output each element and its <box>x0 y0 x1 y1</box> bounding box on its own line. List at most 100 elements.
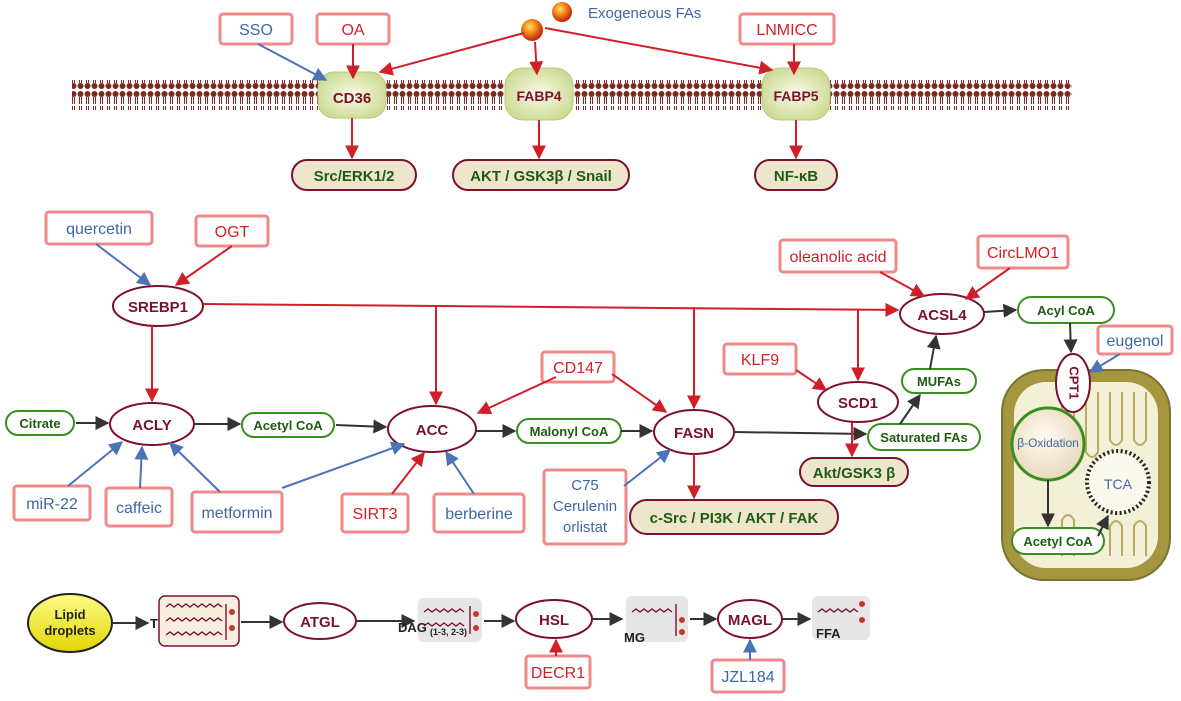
akt-gsk3-pill: Akt/GSK3 β <box>799 457 909 487</box>
magl-label: MAGL <box>728 612 772 629</box>
tca-cycle <box>1085 449 1151 515</box>
oleanolic-acid-label: oleanolic acid <box>790 249 887 266</box>
dag-molecule-card <box>418 598 482 642</box>
nfkb-label: NF-κB <box>774 168 818 185</box>
acsl4-node: ACSL4 <box>899 293 985 335</box>
fasn-to-saturated-arrow <box>733 426 868 441</box>
acly-label: ACLY <box>132 417 171 434</box>
droplets-label: droplets <box>44 623 95 638</box>
klf9-box: KLF9 <box>722 342 798 376</box>
beta-oxidation-label: β-Oxidation <box>1017 436 1079 450</box>
acetyl-coa-label: Acetyl CoA <box>253 418 323 433</box>
c75-label: C75 <box>571 477 599 494</box>
srebp1-to-acsl4-arrow <box>202 302 900 317</box>
srebp1-node: SREBP1 <box>112 285 204 327</box>
mg-label: MG <box>624 630 645 645</box>
fa-to-fabp5-arrow <box>544 27 774 75</box>
metformin-box: metformin <box>190 490 284 534</box>
acsl4-to-acylcoa-arrow <box>983 303 1018 318</box>
saturated-fas-label: Saturated FAs <box>880 430 967 445</box>
akt-gsk-snail-pill: AKT / GSK3β / Snail <box>452 159 630 191</box>
eugenol-to-cpt1-arrow <box>1088 353 1121 373</box>
ffa-label: FFA <box>816 626 841 641</box>
acsl4-label: ACSL4 <box>917 307 967 324</box>
berberine-label: berberine <box>445 506 513 523</box>
fasn-node: FASN <box>653 409 735 455</box>
dag-positions-label: (1-3, 2-3) <box>430 627 467 637</box>
fabp4-channel: FABP4 <box>504 67 574 121</box>
circlmo1-label: CircLMO1 <box>987 245 1059 262</box>
csrc-pi3k-label: c-Src / PI3K / AKT / FAK <box>650 510 819 527</box>
orlistat-label: orlistat <box>563 519 608 536</box>
ogt-to-srebp1-arrow <box>174 245 233 286</box>
circlmo1-to-acsl4-arrow <box>964 267 1011 300</box>
klf9-label: KLF9 <box>741 352 779 369</box>
cd36-label: CD36 <box>333 90 371 107</box>
metformin-to-acly-arrow <box>169 442 221 493</box>
scd1-node: SCD1 <box>817 381 899 423</box>
hsl-label: HSL <box>539 612 569 629</box>
oa-box: OA <box>315 12 391 46</box>
tg-molecule-card <box>158 595 240 647</box>
caffeic-box: caffeic <box>104 486 174 528</box>
eugenol-box: eugenol <box>1096 324 1174 356</box>
fabp5-channel: FABP5 <box>761 67 831 121</box>
metformin-to-acc-arrow <box>281 441 406 489</box>
mir22-to-acly-arrow <box>67 441 124 487</box>
exogenous-fa-sphere <box>552 2 572 22</box>
eugenol-label: eugenol <box>1107 333 1164 350</box>
akt-gsk-snail-label: AKT / GSK3β / Snail <box>470 168 612 185</box>
acly-node: ACLY <box>109 402 195 446</box>
caffeic-label: caffeic <box>116 500 162 517</box>
cd147-to-fasn-arrow <box>611 373 668 413</box>
acyl-coa-pill: Acyl CoA <box>1017 296 1115 324</box>
fa-to-fabp4-arrow <box>529 41 544 76</box>
quercetin-label: quercetin <box>66 221 132 238</box>
acyl-coa-label: Acyl CoA <box>1037 303 1095 318</box>
malonyl-coa-pill: Malonyl CoA <box>516 418 622 444</box>
scd1-label: SCD1 <box>838 395 878 412</box>
mito-acetyl-coa-label: Acetyl CoA <box>1023 534 1093 549</box>
lipid-label: Lipid <box>54 607 85 622</box>
hsl-node: HSL <box>515 599 593 639</box>
sso-box: SSO <box>218 12 294 46</box>
srebp1-label: SREBP1 <box>128 299 188 316</box>
ffa-molecule-card <box>812 596 870 640</box>
cpt1-label: CPT1 <box>1067 366 1082 399</box>
oleanolic-acid-box: oleanolic acid <box>778 238 898 274</box>
acc-label: ACC <box>416 422 449 439</box>
fasn-label: FASN <box>674 425 714 442</box>
exogenous-fa-sphere-2 <box>521 19 543 41</box>
nfkb-pill: NF-κB <box>754 159 838 191</box>
c75-to-fasn-arrow <box>623 449 672 487</box>
saturated-fas-pill: Saturated FAs <box>867 423 981 451</box>
ogt-box: OGT <box>194 214 270 248</box>
mufas-label: MUFAs <box>917 374 961 389</box>
c75-cerulenin-orlistat-box: C75 Cerulenin orlistat <box>542 468 628 546</box>
mufas-pill: MUFAs <box>901 368 977 394</box>
mitochondrion: β-Oxidation TCA Acetyl CoA <box>1001 369 1171 581</box>
berberine-to-acc-arrow <box>445 450 475 495</box>
tca-label: TCA <box>1104 476 1133 492</box>
quercetin-box: quercetin <box>44 210 154 246</box>
sirt3-box: SIRT3 <box>340 492 410 534</box>
jzl184-box: JZL184 <box>710 658 786 694</box>
fabp5-label: FABP5 <box>773 88 818 104</box>
citrate-label: Citrate <box>19 416 60 431</box>
metformin-label: metformin <box>201 505 272 522</box>
mufas-to-acsl4-arrow <box>926 334 941 370</box>
decr1-box: DECR1 <box>524 654 592 690</box>
lnmicc-box: LNMICC <box>738 12 836 46</box>
cd147-box: CD147 <box>540 350 616 384</box>
acetyl-coa-pill: Acetyl CoA <box>241 412 335 438</box>
klf9-to-scd1-arrow <box>795 369 828 391</box>
cd147-label: CD147 <box>553 360 603 377</box>
lipid-droplets-node: Lipid droplets <box>27 593 113 653</box>
acc-node: ACC <box>387 405 477 453</box>
malonyl-coa-label: Malonyl CoA <box>530 424 609 439</box>
caffeic-to-acly-arrow <box>134 445 149 489</box>
berberine-box: berberine <box>432 492 526 534</box>
akt-gsk3-label: Akt/GSK3 β <box>813 465 896 482</box>
